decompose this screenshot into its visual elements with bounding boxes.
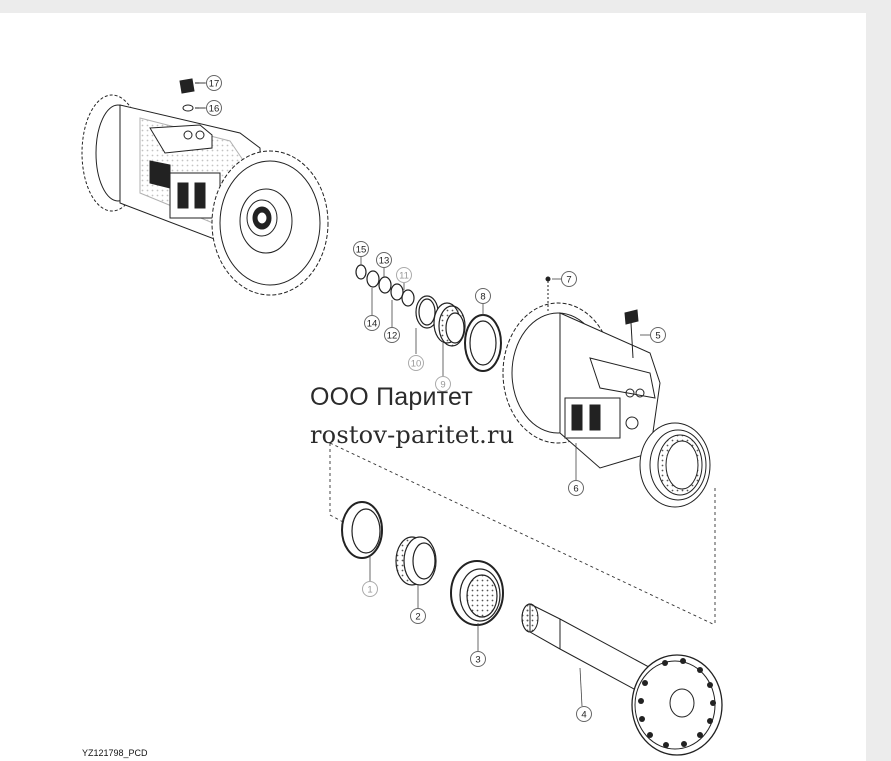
callout-number: 2 — [415, 611, 420, 622]
callout-number: 16 — [209, 103, 220, 114]
wheel-hub-housing-illustration — [502, 276, 711, 508]
axle-assembly-illustration — [81, 78, 329, 296]
callout-11: 11 — [396, 267, 412, 283]
callout-8: 8 — [475, 288, 491, 304]
watermark-website: rostov-paritet.ru — [310, 421, 515, 449]
callout-circle — [470, 651, 486, 667]
callout-17: 17 — [206, 75, 222, 91]
callout-4: 4 — [576, 706, 592, 722]
callout-5: 5 — [650, 327, 666, 343]
callout-number: 3 — [475, 654, 480, 665]
callout-circle — [475, 288, 491, 304]
callout-circle — [364, 315, 380, 331]
figure-id-label: YZ121798_PCD — [82, 748, 148, 758]
callout-circle — [408, 355, 424, 371]
callout-circle — [206, 75, 222, 91]
callout-13: 13 — [376, 252, 392, 268]
callout-circle — [353, 241, 369, 257]
callout-number: 15 — [356, 244, 367, 255]
callout-circle — [376, 252, 392, 268]
callout-number: 17 — [209, 78, 220, 89]
callout-circle — [384, 327, 400, 343]
callout-circle — [561, 271, 577, 287]
callout-number: 12 — [387, 330, 398, 341]
callout-16: 16 — [206, 100, 222, 116]
callout-6: 6 — [568, 480, 584, 496]
callout-number: 13 — [379, 255, 390, 266]
callout-12: 12 — [384, 327, 400, 343]
callout-circle — [362, 581, 378, 597]
washers-and-bearing-parts — [355, 264, 502, 372]
bearing-cup-cone-seal — [341, 501, 504, 626]
callout-15: 15 — [353, 241, 369, 257]
callout-circle — [410, 608, 426, 624]
callout-circle — [396, 267, 412, 283]
callout-number: 6 — [573, 483, 578, 494]
axle-shaft-illustration — [521, 603, 723, 756]
callout-number: 14 — [367, 318, 378, 329]
callout-10: 10 — [408, 355, 424, 371]
callout-number: 10 — [411, 358, 422, 369]
callout-circle — [650, 327, 666, 343]
callout-7: 7 — [561, 271, 577, 287]
callout-circle — [435, 376, 451, 392]
watermark-company-name: ООО Паритет — [310, 383, 473, 411]
callout-number: 4 — [581, 709, 586, 720]
callout-number: 1 — [367, 584, 372, 595]
callout-14: 14 — [364, 315, 380, 331]
callout-3: 3 — [470, 651, 486, 667]
callout-2: 2 — [410, 608, 426, 624]
callout-number: 11 — [399, 270, 409, 281]
callout-number: 7 — [566, 274, 571, 285]
callout-circle — [576, 706, 592, 722]
callout-number: 5 — [655, 330, 660, 341]
callout-9: 9 — [435, 376, 451, 392]
callout-leader-lines — [199, 82, 650, 707]
callout-circle — [568, 480, 584, 496]
callout-1: 1 — [362, 581, 378, 597]
callout-number: 9 — [440, 379, 445, 390]
callout-circle — [206, 100, 222, 116]
callout-number: 8 — [480, 291, 485, 302]
